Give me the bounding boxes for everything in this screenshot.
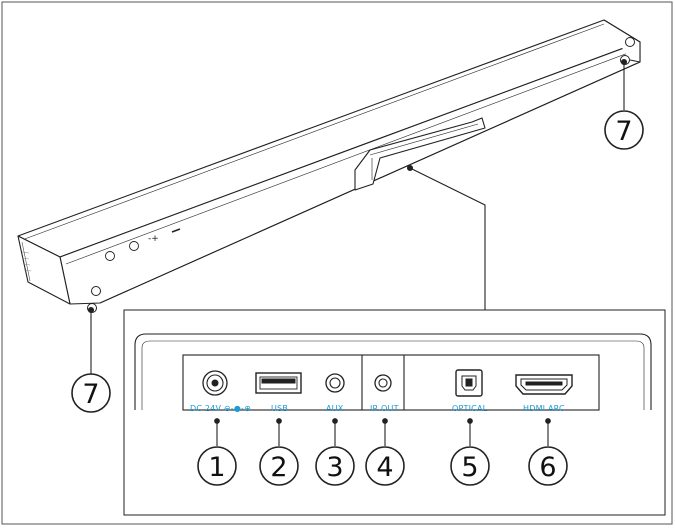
soundbar-top-face xyxy=(17,19,641,258)
optical-port-icon xyxy=(455,369,483,397)
dc-power-port-icon xyxy=(202,370,228,396)
soundbar-top-inner-edge xyxy=(21,23,605,241)
port-graphics xyxy=(202,369,573,397)
callout-5-number: 5 xyxy=(461,452,478,483)
port-leaders xyxy=(214,418,551,446)
foot-right-top xyxy=(625,37,635,47)
port-label-ir-out: IR OUT xyxy=(370,404,399,413)
callout-1: 1 xyxy=(197,446,237,486)
rear-panel-inner-outline xyxy=(141,340,645,410)
callout-1-number: 1 xyxy=(208,452,225,483)
callout-3: 3 xyxy=(315,446,355,486)
foot-left-top xyxy=(91,286,101,296)
soundbar-left-end-inner xyxy=(21,241,31,282)
usb-port-icon xyxy=(255,372,302,394)
soundbar-left-end xyxy=(17,235,71,305)
callout-3-number: 3 xyxy=(326,452,343,483)
port-label-optical: OPTICAL xyxy=(452,404,488,413)
rear-panel-outline xyxy=(134,333,652,410)
callout-2: 2 xyxy=(259,446,299,486)
connector-strip xyxy=(182,354,600,411)
rear-panel xyxy=(134,333,652,411)
callout-7-right-number: 7 xyxy=(615,116,632,147)
aux-port-icon xyxy=(325,373,345,393)
soundbar-body xyxy=(17,19,641,305)
callout-7-left-number: 7 xyxy=(82,379,99,410)
callout-6-number: 6 xyxy=(539,452,556,483)
display-strip xyxy=(171,228,181,233)
source-button-icon xyxy=(129,241,139,251)
power-button-icon xyxy=(105,251,115,261)
callout-4-number: 4 xyxy=(376,452,393,483)
callout-2-number: 2 xyxy=(270,452,287,483)
left-end-markings xyxy=(21,251,32,272)
soundbar-connector-recess xyxy=(354,117,486,191)
soundbar-front-upper-edge xyxy=(65,49,637,265)
leader-lines xyxy=(87,58,628,374)
port-label-usb: USB xyxy=(271,404,288,413)
callout-7-left: 7 xyxy=(71,373,111,413)
port-label-hdmi-arc: HDMI ARC xyxy=(523,404,565,413)
port-label-dc: DC 24V ⊖-●-⊕ xyxy=(190,404,251,413)
soundbar-connector-recess-inner xyxy=(369,123,479,180)
port-label-aux: AUX xyxy=(326,404,344,413)
callout-6: 6 xyxy=(528,446,568,486)
callout-7-right: 7 xyxy=(604,110,644,150)
soundbar-right-end xyxy=(603,19,641,63)
top-control-buttons: -+ xyxy=(105,228,181,261)
callout-5: 5 xyxy=(450,446,490,486)
port-callouts: 1 2 3 4 5 6 xyxy=(197,446,568,486)
callout-4: 4 xyxy=(365,446,405,486)
soundbar-feet xyxy=(87,37,635,313)
volume-button-icon: -+ xyxy=(148,234,159,244)
hdmi-arc-port-icon xyxy=(515,374,573,395)
ir-out-port-icon xyxy=(374,374,392,392)
